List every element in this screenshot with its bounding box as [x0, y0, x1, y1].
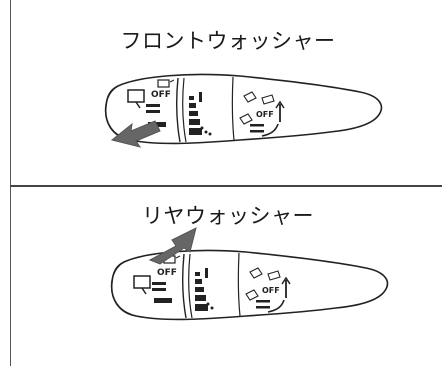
arrow-down-left-icon — [110, 120, 161, 148]
section-divider — [10, 185, 442, 187]
page-frame: フロントウォッシャー リヤウォッシャー — [10, 0, 446, 366]
front-off-right: OFF — [256, 110, 274, 119]
front-wiper-lever: OFF OFF — [104, 73, 383, 148]
rear-wiper-lever: OFF OFF — [110, 249, 389, 321]
left-border — [10, 0, 11, 366]
washer-icon — [133, 275, 151, 295]
rear-off-right: OFF — [262, 286, 280, 295]
front-washer-title: フロントウォッシャー — [120, 29, 336, 53]
arrow-up-right-icon — [148, 227, 197, 265]
rear-washer-title: リヤウォッシャー — [142, 204, 314, 228]
rear-washer-icon — [157, 79, 175, 88]
wiper-icon — [239, 91, 275, 125]
washer-icon — [127, 89, 145, 109]
wiper-icon — [245, 267, 281, 301]
front-off-left: OFF — [151, 90, 171, 100]
rear-off-left: OFF — [157, 268, 177, 278]
